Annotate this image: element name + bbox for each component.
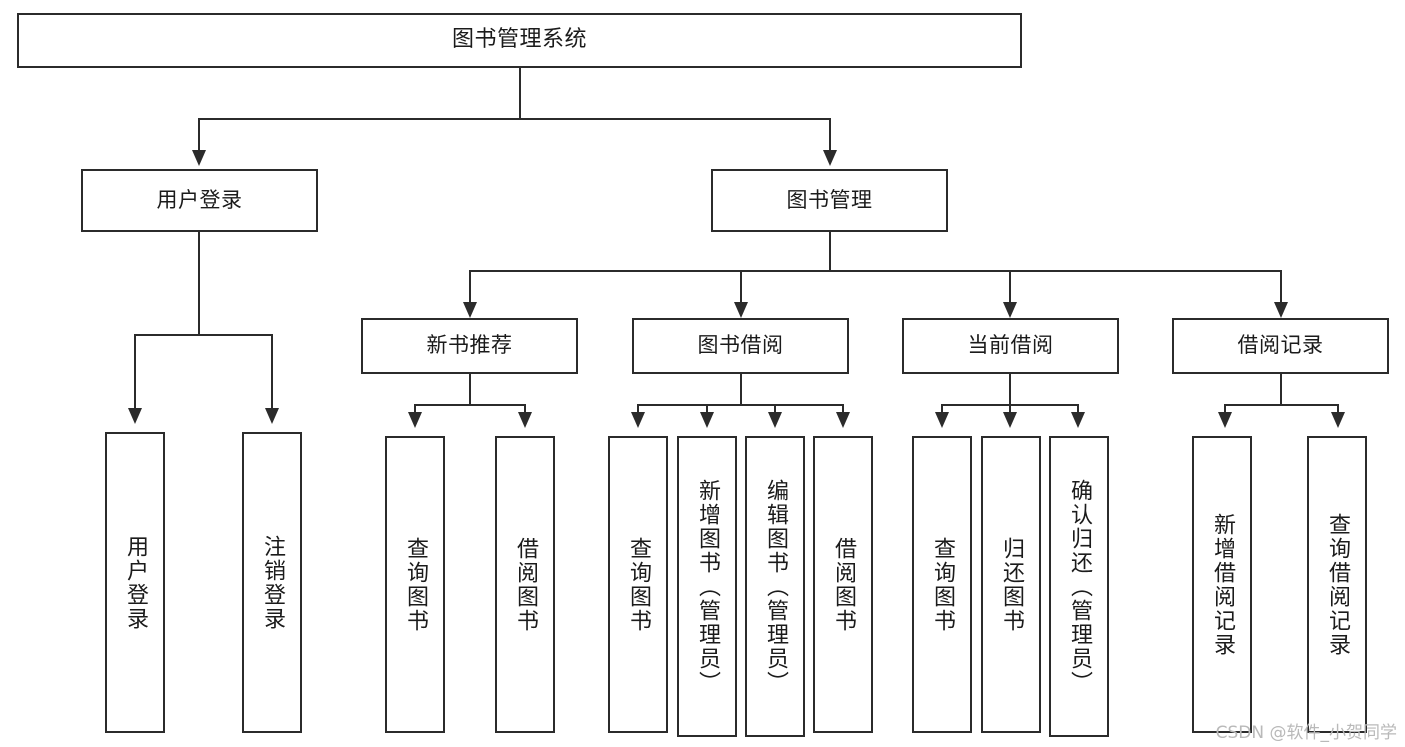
node-label: 新书推荐 — [426, 333, 513, 358]
edge-drop-leaf-edit-book — [774, 404, 776, 414]
arrowhead-leaf-query-record — [1331, 412, 1345, 428]
arrowhead-book-borrow — [734, 302, 748, 318]
node-label: 编辑图书（管理员） — [762, 478, 788, 695]
edge-level3-bus — [469, 270, 1282, 272]
arrowhead-leaf-query-book-2 — [631, 412, 645, 428]
edge-drop-current-borrow — [1009, 270, 1011, 304]
edge-drop-book-borrow — [740, 270, 742, 304]
edge-root-stem — [519, 68, 521, 119]
node-label: 查询图书 — [929, 536, 955, 633]
edge-drop-leaf-borrow-book-2 — [842, 404, 844, 414]
leaf-add-book-admin[interactable]: 新增图书（管理员） — [677, 436, 737, 737]
node-book-borrow[interactable]: 图书借阅 — [632, 318, 849, 374]
arrowhead-leaf-borrow-book-2 — [836, 412, 850, 428]
edge-drop-leaf-borrow-book-1 — [524, 404, 526, 414]
leaf-user-login[interactable]: 用户登录 — [105, 432, 165, 733]
arrowhead-user-login — [192, 150, 206, 166]
edge-drop-new-book-rec — [469, 270, 471, 304]
edge-book-borrow-stem — [740, 374, 742, 406]
node-new-book-recommendation[interactable]: 新书推荐 — [361, 318, 578, 374]
leaf-edit-book-admin[interactable]: 编辑图书（管理员） — [745, 436, 805, 737]
node-label: 新增图书（管理员） — [694, 478, 720, 695]
edge-user-login-stem — [198, 232, 200, 335]
edge-drop-leaf-user-login — [134, 334, 136, 410]
node-label: 图书管理系统 — [451, 27, 587, 53]
arrowhead-leaf-confirm-return — [1071, 412, 1085, 428]
arrowhead-leaf-query-book-3 — [935, 412, 949, 428]
edge-drop-leaf-query-book-2 — [637, 404, 639, 414]
leaf-add-borrow-record[interactable]: 新增借阅记录 — [1192, 436, 1252, 733]
leaf-query-book-borrow[interactable]: 查询图书 — [608, 436, 668, 733]
arrowhead-book-manage — [823, 150, 837, 166]
node-label: 借阅图书 — [512, 536, 538, 633]
leaf-logout[interactable]: 注销登录 — [242, 432, 302, 733]
edge-drop-borrow-record — [1280, 270, 1282, 304]
node-label: 当前借阅 — [967, 333, 1054, 358]
edge-drop-leaf-logout — [271, 334, 273, 410]
arrowhead-leaf-query-book-1 — [408, 412, 422, 428]
leaf-return-book[interactable]: 归还图书 — [981, 436, 1041, 733]
arrowhead-borrow-record — [1274, 302, 1288, 318]
edge-drop-leaf-query-book-3 — [941, 404, 943, 414]
edge-user-login-bus — [134, 334, 272, 336]
node-label: 图书管理 — [786, 187, 873, 212]
arrowhead-leaf-return-book — [1003, 412, 1017, 428]
node-label: 用户登录 — [156, 187, 243, 212]
node-label: 新增借阅记录 — [1209, 512, 1235, 657]
arrowhead-new-book-rec — [463, 302, 477, 318]
edge-level2-bus — [198, 118, 831, 120]
edge-drop-leaf-confirm-return — [1077, 404, 1079, 414]
arrowhead-leaf-add-record — [1218, 412, 1232, 428]
edge-drop-leaf-query-record — [1337, 404, 1339, 414]
arrowhead-leaf-borrow-book-1 — [518, 412, 532, 428]
edge-borrow-record-stem — [1280, 374, 1282, 406]
node-label: 注销登录 — [259, 534, 285, 631]
edge-drop-book-manage — [829, 118, 831, 152]
edge-book-manage-stem — [829, 232, 831, 272]
node-current-borrow[interactable]: 当前借阅 — [902, 318, 1119, 374]
watermark: CSDN @软件_小贺同学 — [1215, 723, 1397, 743]
node-label: 图书借阅 — [697, 333, 784, 358]
edge-drop-user-login — [198, 118, 200, 152]
arrowhead-leaf-user-login — [128, 408, 142, 424]
node-label: 借阅记录 — [1237, 333, 1324, 358]
node-label: 确认归还（管理员） — [1066, 478, 1092, 695]
arrowhead-current-borrow — [1003, 302, 1017, 318]
leaf-borrow-book[interactable]: 借阅图书 — [813, 436, 873, 733]
edge-current-borrow-stem — [1009, 374, 1011, 406]
node-user-login[interactable]: 用户登录 — [81, 169, 318, 232]
leaf-confirm-return-admin[interactable]: 确认归还（管理员） — [1049, 436, 1109, 737]
edge-drop-leaf-add-record — [1224, 404, 1226, 414]
node-label: 用户登录 — [122, 534, 148, 631]
edge-drop-leaf-add-book — [706, 404, 708, 414]
node-label: 查询图书 — [402, 536, 428, 633]
edge-borrow-record-bus — [1224, 404, 1339, 406]
edge-book-borrow-bus — [637, 404, 843, 406]
leaf-borrow-book-recommendation[interactable]: 借阅图书 — [495, 436, 555, 733]
node-label: 查询图书 — [625, 536, 651, 633]
edge-drop-leaf-query-book-1 — [414, 404, 416, 414]
node-label: 查询借阅记录 — [1324, 512, 1350, 657]
leaf-query-borrow-record[interactable]: 查询借阅记录 — [1307, 436, 1367, 733]
node-root-book-management-system[interactable]: 图书管理系统 — [17, 13, 1022, 68]
arrowhead-leaf-add-book — [700, 412, 714, 428]
leaf-query-book-recommendation[interactable]: 查询图书 — [385, 436, 445, 733]
arrowhead-leaf-edit-book — [768, 412, 782, 428]
edge-new-book-rec-stem — [469, 374, 471, 406]
edge-drop-leaf-return-book — [1009, 404, 1011, 414]
leaf-query-book-current[interactable]: 查询图书 — [912, 436, 972, 733]
arrowhead-leaf-logout — [265, 408, 279, 424]
node-book-management[interactable]: 图书管理 — [711, 169, 948, 232]
node-borrow-record[interactable]: 借阅记录 — [1172, 318, 1389, 374]
node-label: 借阅图书 — [830, 536, 856, 633]
edge-new-book-rec-bus — [414, 404, 526, 406]
node-label: 归还图书 — [998, 536, 1024, 633]
